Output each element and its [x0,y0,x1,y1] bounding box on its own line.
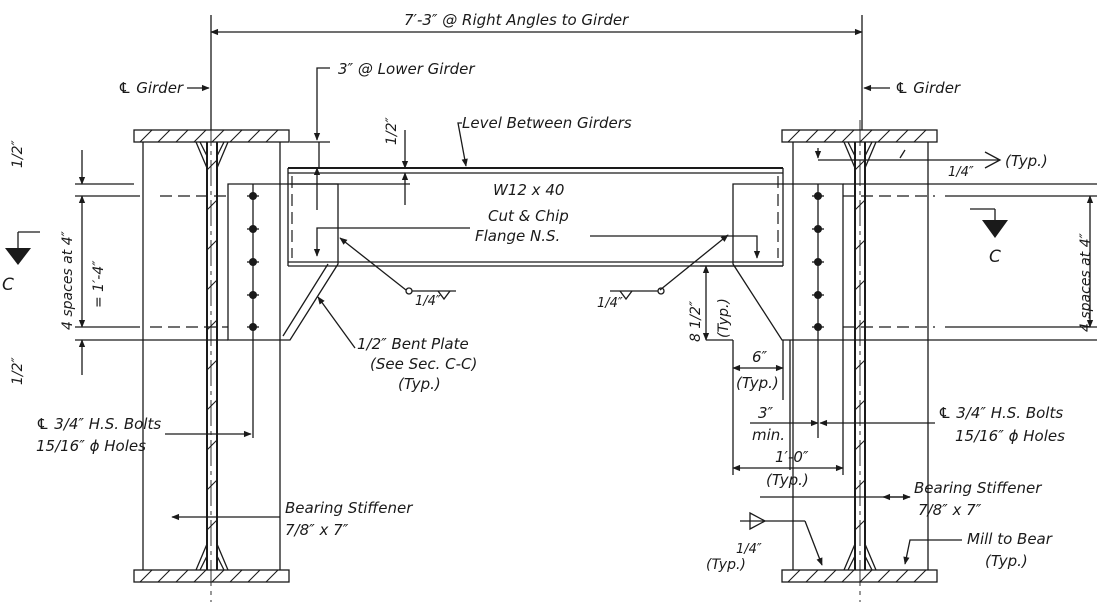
cut-chip-note: Cut & Chip Flange N.S. [313,207,761,259]
section-mark-left: C [2,275,14,295]
half-inch-top-left: 1/2″ [10,139,26,168]
weld-bottom-size: 1/4″ [736,542,762,557]
lower-girder-label: 3″ @ Lower Girder [338,60,475,78]
bent-plate-line3: (Typ.) [398,375,441,393]
level-leader: Level Between Girders [457,114,632,167]
mill-note: Mill to Bear (Typ.) [903,530,1053,570]
bent-plate-line1: 1/2″ Bent Plate [357,335,469,353]
bolts-left [247,184,259,438]
left-vertical-dims: 4 spaces at 4″ = 1′-4″ 1/2″ 1/2″ [10,139,107,385]
section-marker-left: C [2,231,40,295]
bolt-note-right: ℄ 3/4″ H.S. Bolts 15/16″ ϕ Holes [819,404,1065,445]
bolts-right-line1: ℄ 3/4″ H.S. Bolts [938,404,1063,422]
spaces-left-label: 4 spaces at 4″ [60,230,76,330]
stiffener-note-left: Bearing Stiffener 7/8″ x 7″ [171,499,413,539]
weld-top-typ: (Typ.) [1005,152,1048,170]
bolts-right [812,184,824,438]
cut-chip-line1: Cut & Chip [488,207,569,225]
beam-size-label: W12 x 40 [493,181,564,199]
reference-lines [75,141,1097,341]
bent-plate-line2: (See Sec. C-C) [370,355,477,373]
cl-girder-right: ℄ Girder [895,79,961,97]
dim-8-half-typ: (Typ.) [716,298,732,338]
mill-line2: (Typ.) [985,552,1028,570]
lower-girder-leader: 3″ @ Lower Girder [313,60,475,141]
weld-callout-left: 1/4″ [339,237,456,309]
dim-8-half: 8 1/2″ (Typ.) [688,265,783,342]
stiffener-left-line2: 7/8″ x 7″ [285,521,349,539]
spaces-left-total: = 1′-4″ [91,260,107,308]
dim-8-half-label: 8 1/2″ [688,300,704,342]
weld-right-size: 1/4″ [597,296,623,311]
level-between-label: Level Between Girders [462,114,632,132]
weld-top-size: 1/4″ [948,165,974,180]
girder-labels: ℄ Girder ℄ Girder [118,79,961,97]
overall-dim-label: 7′-3″ @ Right Angles to Girder [404,11,629,29]
dim-1-ft: 1′-0″ (Typ.) [732,340,844,489]
stiffener-note-right: Bearing Stiffener 7/8″ x 7″ [760,479,1042,519]
weld-bottom-typ: (Typ.) [706,557,746,573]
half-inch-beam: 1/2″ [384,116,400,145]
section-marker-right: C [970,208,1008,267]
right-vertical-dims: 4 spaces at 4″ [1078,195,1094,332]
beam-offset-dim: 1/2″ [313,116,409,210]
bolt-note-left: ℄ 3/4″ H.S. Bolts 15/16″ ϕ Holes [36,415,252,455]
weld-callout-right: 1/4″ [597,234,729,311]
bolts-left-line2: 15/16″ ϕ Holes [36,437,146,455]
right-girder [781,120,938,602]
overall-dimension: 7′-3″ @ Right Angles to Girder [210,11,863,130]
dim-6-label: 6″ [752,348,768,366]
weld-left-size: 1/4″ [415,294,441,309]
weld-callout-bottom: 1/4″ (Typ.) [706,511,823,573]
section-mark-right: C [989,247,1001,267]
dim-6: 6″ (Typ.) [732,340,784,400]
stiffener-right-line2: 7/8″ x 7″ [918,501,982,519]
spaces-right-label: 4 spaces at 4″ [1078,232,1094,332]
bolts-left-line1: ℄ 3/4″ H.S. Bolts [36,415,161,433]
dim-3-min: 3″ min. [750,340,819,470]
cl-girder-left: ℄ Girder [118,79,184,97]
dim-3-min-label: min. [752,426,785,444]
cut-chip-line2: Flange N.S. [475,227,560,245]
bent-plate-right [732,183,844,341]
mill-line1: Mill to Bear [967,530,1053,548]
dim-3-label: 3″ [758,404,774,422]
half-inch-bottom-left: 1/2″ [10,356,26,385]
stiffener-right-line1: Bearing Stiffener [914,479,1042,497]
left-girder [133,120,290,602]
dim-1-ft-typ: (Typ.) [766,471,809,489]
dim-1-ft-label: 1′-0″ [775,448,809,466]
weld-callout-top-right: 1/4″ (Typ.) [814,148,1048,180]
stiffener-left-line1: Bearing Stiffener [285,499,413,517]
bolts-right-line2: 15/16″ ϕ Holes [955,427,1065,445]
bent-plate-note: 1/2″ Bent Plate (See Sec. C-C) (Typ.) [317,296,477,393]
dim-6-typ: (Typ.) [736,374,779,392]
